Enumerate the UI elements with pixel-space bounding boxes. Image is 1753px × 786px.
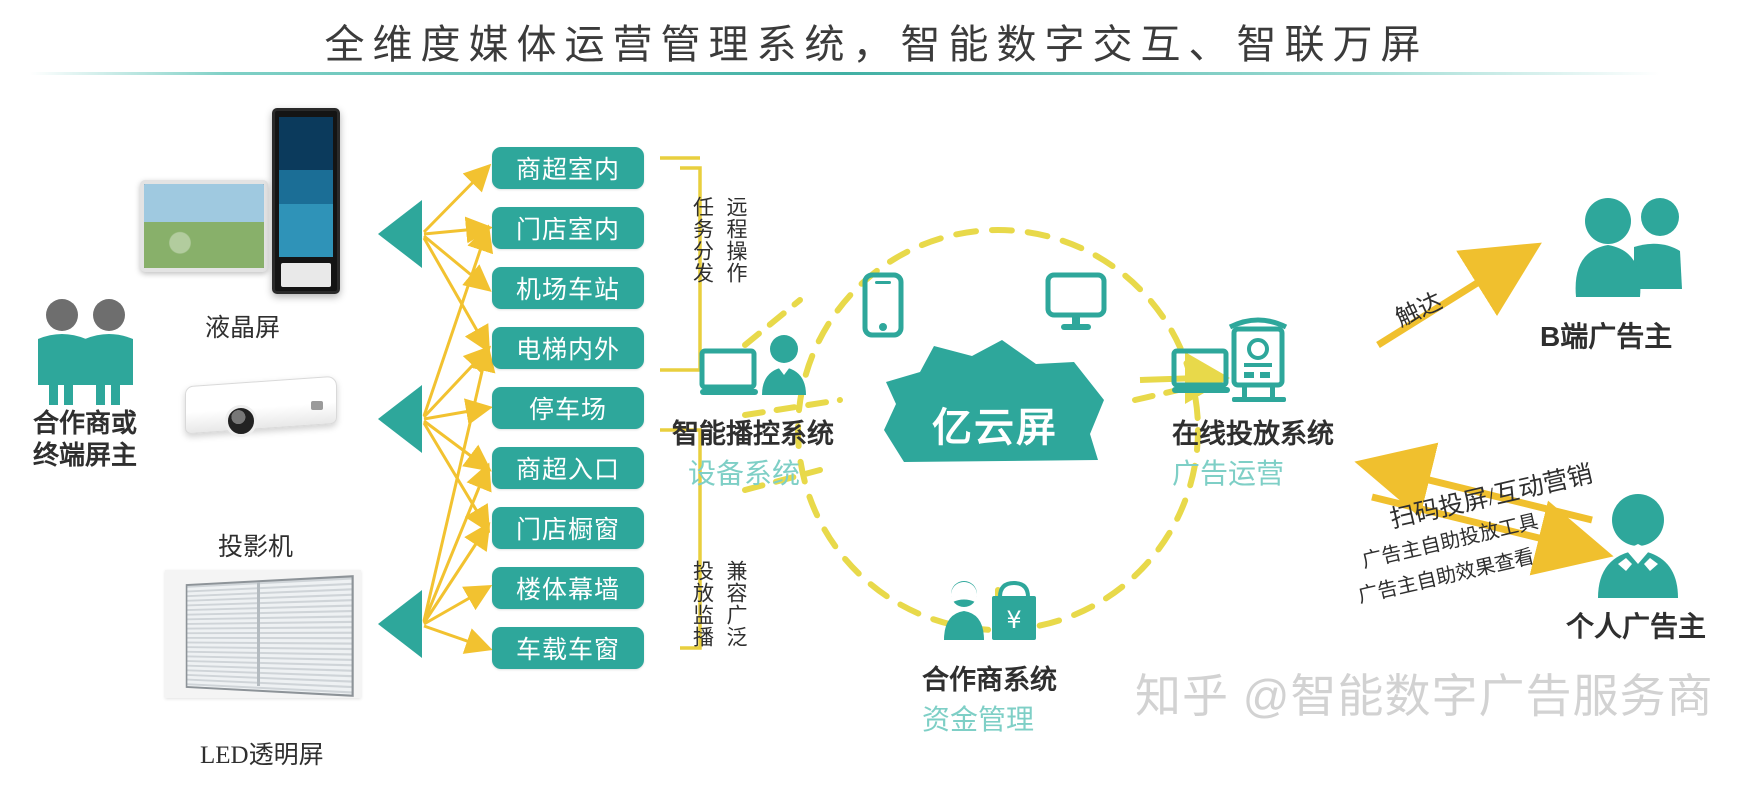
bracket-label-bottom: 投放监播 兼容广泛 (690, 560, 749, 648)
label-partner-line2: 终端屏主 (32, 439, 137, 470)
device-label-led-wall: LED透明屏 (200, 742, 324, 769)
label-broadcast-system: 智能播控系统 (672, 419, 834, 449)
label-cloud-platform: 亿云屏 (932, 406, 1058, 450)
label-partner-line1: 合作商或 (32, 408, 137, 438)
funnel-triangle-top (378, 200, 422, 268)
scenario-label-7: 楼体幕墙 (492, 567, 644, 609)
scenario-box-2[interactable]: 机场车站 (492, 267, 644, 309)
icon-shopping-person: ¥ (940, 580, 1040, 647)
svg-text:¥: ¥ (1006, 606, 1021, 634)
device-photo-projector (185, 375, 337, 437)
icon-delivery-system (1171, 315, 1292, 410)
scenario-box-1[interactable]: 门店室内 (492, 207, 644, 249)
scenario-label-3: 电梯内外 (492, 327, 644, 369)
device-photo-kiosk (272, 108, 340, 294)
bracket-label-bottom-0: 投放监播 (690, 560, 715, 648)
page-title: 全维度媒体运营管理系统，智能数字交互、智联万屏 (324, 22, 1429, 67)
group-people-icon (1575, 198, 1682, 297)
sublabel-delivery-system: 广告运营 (1172, 459, 1285, 490)
scenario-label-5: 商超入口 (492, 447, 644, 489)
bracket-label-top: 任务分发 远程操作 (690, 196, 749, 284)
avatar-personal-advertiser (1590, 492, 1686, 605)
device-label-projector: 投影机 (218, 534, 294, 561)
watermark-text: 知乎 @智能数字广告服务商 (1135, 670, 1714, 722)
label-partner-screen-owner: 合作商或 终端屏主 (10, 408, 160, 471)
scenario-box-4[interactable]: 停车场 (492, 387, 644, 429)
title-divider (30, 72, 1660, 75)
icon-broadcast-system (699, 335, 820, 418)
icon-mobile-phone (862, 272, 904, 343)
scenario-box-5[interactable]: 商超入口 (492, 447, 644, 489)
bracket-label-bottom-1: 兼容广泛 (724, 560, 749, 648)
funnel-triangle-middle (378, 385, 422, 453)
avatar-b-advertiser (1568, 195, 1688, 305)
label-partner-system: 合作商系统 (922, 665, 1057, 695)
scenario-box-3[interactable]: 电梯内外 (492, 327, 644, 369)
bracket-label-top-1: 远程操作 (724, 196, 749, 284)
cloud-platform (868, 338, 1118, 473)
scenario-label-1: 门店室内 (492, 207, 644, 249)
label-delivery-system: 在线投放系统 (1172, 419, 1334, 449)
scenario-box-8[interactable]: 车载车窗 (492, 627, 644, 669)
desktop-monitor-icon (1045, 272, 1107, 330)
bracket-label-top-0: 任务分发 (690, 196, 715, 284)
funnel-triangle-bottom (378, 590, 422, 658)
avatar-partner-screen-owner (25, 295, 150, 410)
scenario-box-7[interactable]: 楼体幕墙 (492, 567, 644, 609)
laptop-billboard-icon (1171, 317, 1288, 402)
sublabel-partner-system: 资金管理 (922, 705, 1035, 736)
cloud-shape (884, 340, 1104, 462)
scenario-label-4: 停车场 (492, 387, 644, 429)
scenario-box-0[interactable]: 商超室内 (492, 147, 644, 189)
scenario-label-0: 商超室内 (492, 147, 644, 189)
person-money-bag-icon: ¥ (944, 580, 1036, 640)
mobile-phone-icon (862, 272, 904, 338)
two-people-icon (38, 299, 133, 405)
laptop-operator-icon (699, 335, 806, 395)
scenario-label-6: 门店橱窗 (492, 507, 644, 549)
businessman-icon (1598, 494, 1678, 598)
label-personal-advertiser: 个人广告主 (1566, 611, 1707, 642)
scenario-label-8: 车载车窗 (492, 627, 644, 669)
device-photo-lcd (140, 180, 268, 272)
scenario-box-6[interactable]: 门店橱窗 (492, 507, 644, 549)
label-b-advertiser: B端广告主 (1540, 321, 1673, 352)
icon-desktop-monitor (1045, 272, 1107, 339)
device-label-lcd: 液晶屏 (205, 315, 281, 342)
device-photo-led-wall (165, 570, 361, 698)
scenario-label-2: 机场车站 (492, 267, 644, 309)
sublabel-broadcast-system: 设备系统 (688, 459, 801, 490)
